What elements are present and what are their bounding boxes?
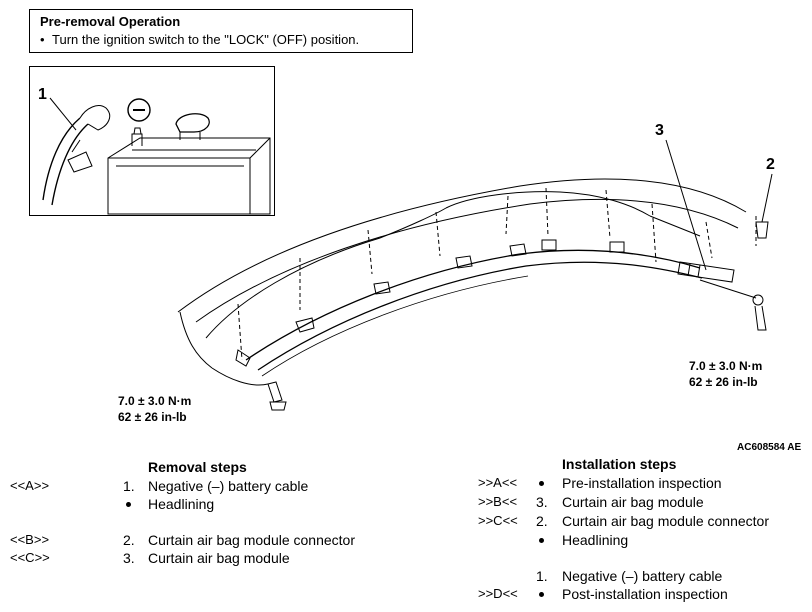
step-code: >>A<< xyxy=(478,475,518,490)
step-number: 1. xyxy=(536,568,548,584)
torque-right-inlb: 62 ± 26 in-lb xyxy=(689,375,758,389)
step-text: Curtain air bag module connector xyxy=(562,513,770,529)
roof-outline-drawing xyxy=(177,178,757,386)
step-row: >>B<< 3. Curtain air bag module xyxy=(478,493,808,511)
installation-steps-title: Installation steps xyxy=(562,456,677,472)
step-row: >>D<< Post-installation inspection xyxy=(478,585,808,603)
step-bullet-icon xyxy=(539,481,544,486)
step-text: Negative (–) battery cable xyxy=(148,478,309,494)
step-code: >>D<< xyxy=(478,586,518,601)
step-code: <<C>> xyxy=(10,550,50,565)
step-text: Curtain air bag module xyxy=(562,494,704,510)
step-row: <<B>> 2. Curtain air bag module connector xyxy=(10,531,355,549)
torque-right-nm: 7.0 ± 3.0 N·m xyxy=(689,359,763,373)
note-item: • Turn the ignition switch to the "LOCK" … xyxy=(40,32,359,47)
step-text: Headlining xyxy=(562,532,629,548)
bullet-icon: • xyxy=(40,32,45,47)
torque-left-inlb: 62 ± 26 in-lb xyxy=(118,410,187,424)
step-text: Pre-installation inspection xyxy=(562,475,722,491)
step-code: <<B>> xyxy=(10,532,50,547)
figure-reference: AC608584 AE xyxy=(737,442,802,453)
step-row: >>C<< 2. Curtain air bag module connector xyxy=(478,512,808,530)
battery-inset xyxy=(29,66,275,216)
step-row: 1. Negative (–) battery cable xyxy=(478,567,808,585)
callout-2: 2 xyxy=(766,156,775,173)
step-row: >>A<< Pre-installation inspection xyxy=(478,474,808,492)
step-code: >>B<< xyxy=(478,494,518,509)
step-code: >>C<< xyxy=(478,513,518,528)
step-text: Post-installation inspection xyxy=(562,586,728,602)
note-title: Pre-removal Operation xyxy=(40,14,181,29)
step-number: 3. xyxy=(123,550,135,566)
step-row: Headlining xyxy=(478,531,808,549)
step-row: Headlining xyxy=(10,495,340,513)
curtain-airbag-module-drawing xyxy=(235,139,773,411)
step-code: <<A>> xyxy=(10,478,50,493)
step-number: 1. xyxy=(123,478,135,494)
step-text: Curtain air bag module connector xyxy=(148,532,356,548)
removal-steps-title: Removal steps xyxy=(148,459,247,475)
note-item-text: Turn the ignition switch to the "LOCK" (… xyxy=(52,32,360,47)
step-bullet-icon xyxy=(539,592,544,597)
step-row: <<A>> 1. Negative (–) battery cable xyxy=(10,477,340,495)
step-text: Curtain air bag module xyxy=(148,550,290,566)
callout-3: 3 xyxy=(655,122,664,139)
step-bullet-icon xyxy=(539,538,544,543)
torque-spec-right: 7.0 ± 3.0 N·m 62 ± 26 in-lb xyxy=(689,358,762,390)
callout-1: 1 xyxy=(38,86,47,103)
step-number: 2. xyxy=(536,513,548,529)
step-row: <<C>> 3. Curtain air bag module xyxy=(10,549,340,567)
torque-left-nm: 7.0 ± 3.0 N·m xyxy=(118,394,192,408)
step-text: Negative (–) battery cable xyxy=(562,568,723,584)
step-bullet-icon xyxy=(126,502,131,507)
pre-removal-note: Pre-removal Operation • Turn the ignition… xyxy=(29,9,413,53)
step-number: 2. xyxy=(123,532,135,548)
step-text: Headlining xyxy=(148,496,215,512)
torque-spec-left: 7.0 ± 3.0 N·m 62 ± 26 in-lb xyxy=(118,393,191,425)
step-number: 3. xyxy=(536,494,548,510)
battery-terminal-drawing xyxy=(42,97,271,215)
